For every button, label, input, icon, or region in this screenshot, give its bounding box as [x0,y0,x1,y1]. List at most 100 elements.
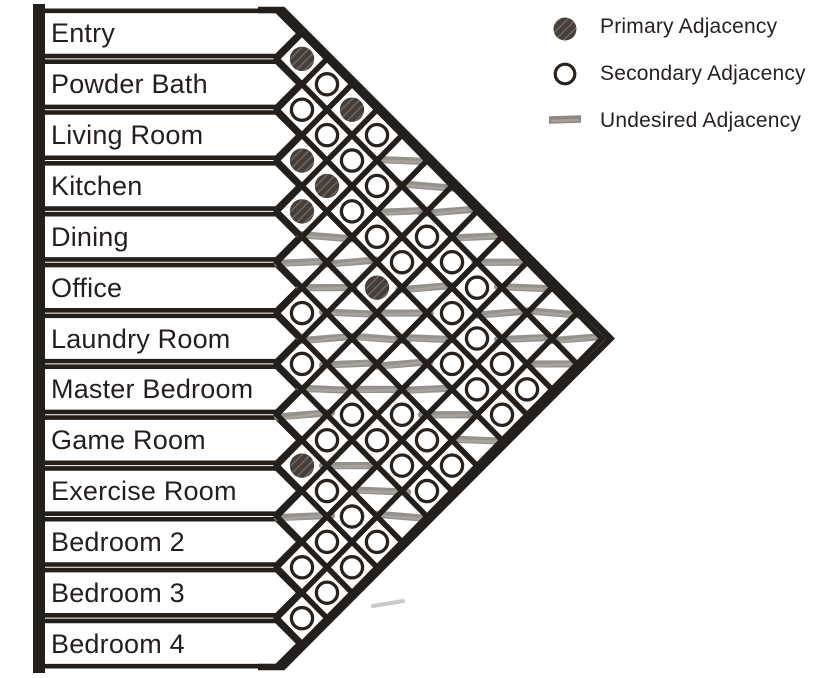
undesired-mark-texture [382,159,423,164]
legend-item-undesired: Undesired Adjacency [549,104,806,138]
secondary-marker-powder-bath--exercise-room [464,275,490,300]
secondary-marker-laundry-room--exercise-room [339,402,365,428]
undesired-mark-texture [305,335,347,344]
room-label-game-room: Game Room [51,425,206,456]
primary-marker-entry--powder-bath [289,46,315,72]
legend-label-secondary: Secondary Adjacency [600,62,806,85]
secondary-marker-laundry-room--bedroom-4 [414,478,440,504]
room-label-entry: Entry [51,18,116,49]
secondary-marker-living-room--office [339,199,365,224]
undesired-mark-texture [305,234,347,241]
room-label-bedroom-3: Bedroom 3 [51,577,185,608]
undesired-mark-texture [283,260,324,267]
secondary-marker-game-room--bedroom-2 [314,478,340,504]
matrix-outer-edge [258,6,616,671]
secondary-marker-laundry-room--bedroom-3 [389,453,415,478]
secondary-marker-living-room--exercise-room [439,300,465,326]
matrix-grid [273,29,606,648]
secondary-marker-powder-bath--dining [339,148,365,173]
undesired-mark-texture [503,336,544,343]
room-label-living-room: Living Room [51,120,204,151]
legend-label-undesired: Undesired Adjacency [600,109,802,132]
secondary-marker-game-room--bedroom-4 [364,529,390,555]
secondary-marker-master-bedroom--exercise-room [314,427,340,453]
left-border-bar [33,4,45,673]
legend-label-primary: Primary Adjacency [600,15,778,38]
undesired-mark-texture [480,309,522,319]
undesired-mark-texture [503,286,544,291]
room-label-master-bedroom: Master Bedroom [51,374,254,405]
undesired-mark-texture [557,335,598,344]
undesired-mark-texture [328,312,369,316]
undesired-mark-texture [382,209,423,216]
secondary-marker-living-room--laundry-room [364,224,390,250]
primary-marker-living-room--dining [314,173,340,199]
undesired-mark-texture [359,336,400,343]
secondary-marker-office--bedroom-2 [389,402,415,428]
secondary-marker-exercise-room--bedroom-4 [339,555,365,580]
room-row-boxes [33,4,303,673]
secondary-marker-living-room--bedroom-4 [514,377,540,402]
secondary-marker-living-room--bedroom-3 [489,351,515,377]
secondary-marker-game-room--bedroom-3 [339,504,365,529]
primary-marker-living-room--kitchen [289,148,315,173]
secondary-marker-living-room--master-bedroom [389,249,415,275]
secondary-marker-powder-bath--kitchen [314,122,340,148]
undesired-mark-texture [305,286,347,291]
secondary-marker-kitchen--bedroom-3 [464,377,490,402]
undesired-mark-texture [305,388,347,393]
secondary-adjacency-icon [553,62,577,86]
secondary-marker-office--bedroom-3 [414,427,440,453]
adjacency-markers [289,46,540,631]
room-label-kitchen: Kitchen [51,170,143,201]
legend-item-secondary: Secondary Adjacency [549,57,806,91]
secondary-marker-living-room--bedroom-2 [464,326,490,351]
secondary-marker-powder-bath--game-room [439,249,465,275]
secondary-marker-kitchen--bedroom-2 [439,351,465,377]
secondary-marker-bedroom-3--bedroom-4 [289,605,315,631]
undesired-mark-texture [458,439,499,443]
secondary-marker-entry--dining [364,122,390,148]
secondary-marker-kitchen--bedroom-4 [489,402,515,428]
stray-pencil-mark [371,599,405,608]
undesired-mark-texture [382,312,423,316]
undesired-mark-texture [328,464,369,469]
secondary-marker-powder-bath--living-room [289,97,315,122]
room-label-exercise-room: Exercise Room [51,476,237,507]
secondary-marker-exercise-room--bedroom-3 [314,529,340,555]
room-label-bedroom-4: Bedroom 4 [51,628,185,659]
legend-item-primary: Primary Adjacency [549,10,806,44]
undesired-mark-texture [458,234,499,241]
undesired-mark-texture [534,311,575,317]
primary-marker-kitchen--dining [289,199,315,224]
secondary-marker-powder-bath--master-bedroom [414,224,440,250]
secondary-marker-office--bedroom-4 [439,453,465,478]
undesired-mark-texture [359,388,400,393]
undesired-mark-texture [283,411,324,420]
secondary-marker-laundry-room--bedroom-2 [364,427,390,453]
primary-adjacency-icon [553,17,577,41]
primary-marker-game-room--exercise-room [289,453,315,478]
secondary-marker-bedroom-2--bedroom-4 [314,580,340,605]
secondary-marker-entry--living-room [314,72,340,97]
undesired-mark-texture [283,514,324,521]
undesired-mark-texture [404,184,445,190]
legend: Primary Adjacency Secondary Adjacency Un… [549,10,806,151]
undesired-mark-texture [480,261,522,266]
secondary-marker-powder-bath--office [364,173,390,199]
room-label-laundry-room: Laundry Room [51,323,231,354]
undesired-mark-texture [359,490,400,494]
matrix-outer-border [258,6,616,671]
secondary-marker-office--laundry-room [289,300,315,326]
room-label-powder-bath: Powder Bath [51,69,208,100]
undesired-mark-texture [404,337,445,342]
undesired-mark-texture [328,361,369,368]
undesired-mark-texture [382,514,423,521]
room-label-bedroom-2: Bedroom 2 [51,526,185,557]
room-label-office: Office [51,272,123,303]
room-label-dining: Dining [51,221,129,252]
undesired-mark-texture [404,387,445,394]
primary-marker-kitchen--master-bedroom [364,275,390,300]
